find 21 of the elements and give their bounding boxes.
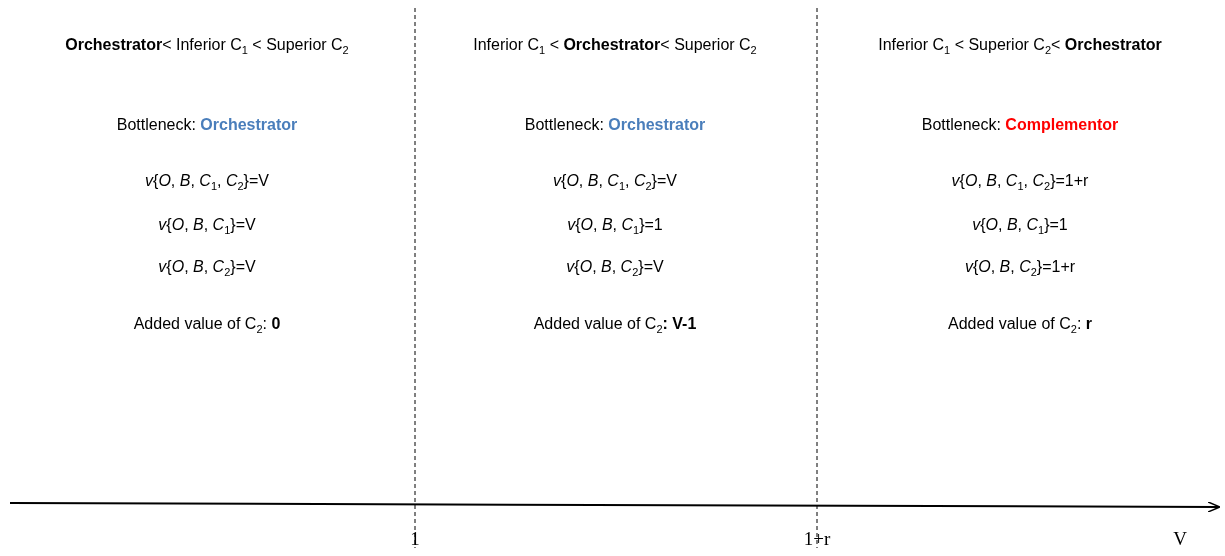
formula-text: v{O, B, C$_{2}$}=V <box>566 258 664 279</box>
ordering-text: Inferior C$_{1}$ < Orchestrator< Superior C$_{2}$ <box>473 36 757 57</box>
formula-text: v{O, B, C$_{1}$, C$_{2}$}=V <box>553 172 677 193</box>
ordering-text: Inferior C$_{1}$ < Superior C$_{2}$< Orchestrator <box>878 36 1162 57</box>
formula-text: v{O, B, C$_{1}$}=1 <box>567 216 663 237</box>
formula-text: v{O, B, C$_{1}$}=V <box>158 216 256 237</box>
formula-text: v{O, B, C$_{2}$}=1+r <box>964 258 1076 279</box>
added-value-text: Added value of C$_{2}$: r <box>948 315 1092 336</box>
formula-text: v{O, B, C$_{1}$}=1 <box>972 216 1068 237</box>
formula-text: v{O, B, C$_{2}$}=V <box>158 258 256 279</box>
axis-tick-label: 1 <box>410 528 420 550</box>
axis-tick-label: 1+r <box>803 528 831 550</box>
formula-text: v{O, B, C$_{1}$, C$_{2}$}=1+r <box>951 172 1089 193</box>
formula-text: v{O, B, C$_{1}$, C$_{2}$}=V <box>145 172 269 193</box>
bottleneck-text: Bottleneck: Complementor <box>921 116 1119 134</box>
bottleneck-text: Bottleneck: Orchestrator <box>524 116 706 134</box>
ordering-text: Orchestrator< Inferior C$_{1}$ < Superior C$_{2}$ <box>65 36 349 57</box>
added-value-text: Added value of C$_{2}$: 0 <box>133 315 281 336</box>
bottleneck-text: Bottleneck: Orchestrator <box>116 116 298 134</box>
axis-tick-label: V <box>1173 528 1187 550</box>
added-value-text: Added value of C$_{2}$: V-1 <box>533 315 697 336</box>
